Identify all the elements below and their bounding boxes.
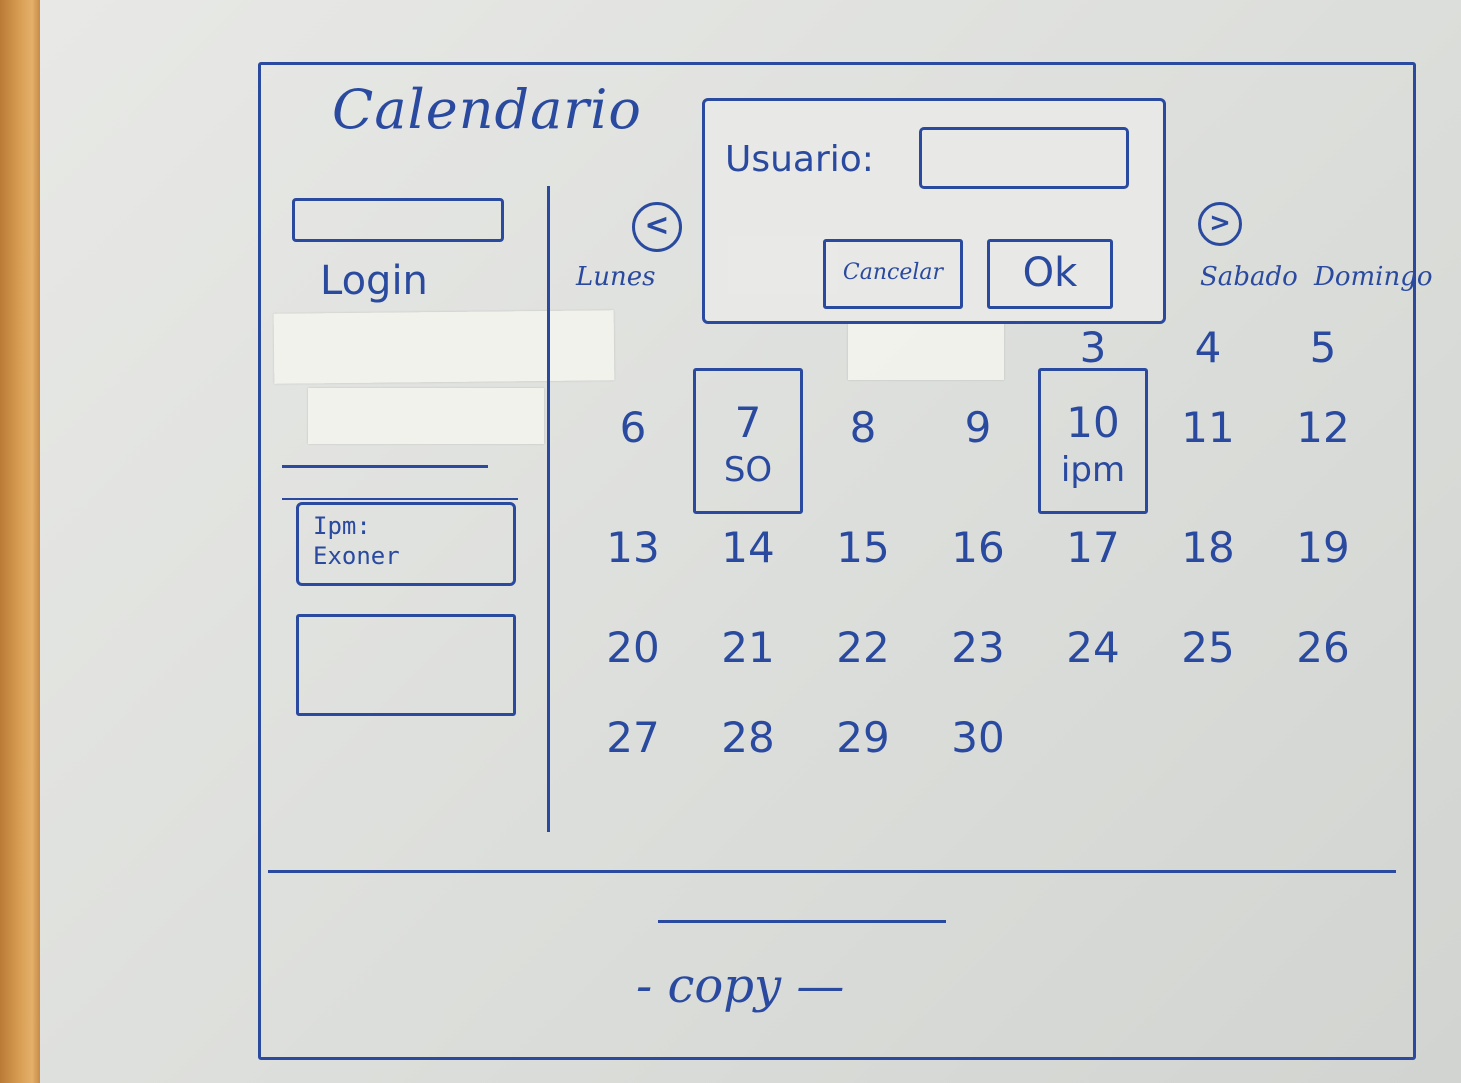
day-number: 17	[1066, 523, 1120, 572]
user-field-label: Usuario:	[725, 139, 874, 180]
day-number: 5	[1309, 323, 1337, 372]
calendar-day[interactable]: 11	[1153, 398, 1263, 488]
desk-edge	[0, 0, 40, 1083]
calendar-day[interactable]: 19	[1268, 518, 1378, 608]
calendar-day[interactable]: 4	[1153, 318, 1263, 408]
sidebar-divider	[282, 465, 488, 468]
error-message-box: Ipm: Exoner	[296, 502, 516, 586]
calendar-day[interactable]: 13	[578, 518, 688, 608]
tape-patch	[308, 388, 544, 444]
dayname-sabado: Sabado	[1200, 262, 1298, 292]
login-label: Login	[320, 258, 428, 304]
event-label: SO	[723, 450, 773, 490]
copyright-text: - copy —	[636, 958, 845, 1014]
day-number: 19	[1296, 523, 1350, 572]
calendar-day	[1038, 708, 1148, 798]
day-number: 13	[606, 523, 660, 572]
calendar-day[interactable]: 8	[808, 398, 918, 488]
tape-patch	[848, 322, 1004, 380]
calendar-day	[1153, 708, 1263, 798]
day-number: 14	[721, 523, 775, 572]
day-number: 9	[964, 403, 992, 452]
event-label: ipm	[1060, 450, 1126, 490]
sidebar-empty-panel	[296, 614, 516, 716]
calendar-day[interactable]: 26	[1268, 618, 1378, 708]
calendar-day[interactable]: 9	[923, 398, 1033, 488]
calendar-day	[1268, 708, 1378, 798]
sidebar-vertical-divider	[547, 186, 550, 832]
calendar-day[interactable]: 14	[693, 518, 803, 608]
calendar-day[interactable]: 27	[578, 708, 688, 798]
day-number: 25	[1181, 623, 1235, 672]
calendar-day[interactable]: 24	[1038, 618, 1148, 708]
prev-month-button[interactable]: <	[632, 202, 682, 252]
calendar-day[interactable]: 29	[808, 708, 918, 798]
user-dialog: Usuario: Cancelar Ok	[702, 98, 1166, 324]
calendar-day[interactable]: 28	[693, 708, 803, 798]
day-number: 30	[951, 713, 1005, 762]
day-number: 16	[951, 523, 1005, 572]
day-number: 20	[606, 623, 660, 672]
app-window-frame	[258, 62, 1416, 1060]
calendar-day[interactable]: 3	[1038, 318, 1148, 408]
day-number: 4	[1194, 323, 1222, 372]
day-number: 8	[849, 403, 877, 452]
calendar-day[interactable]: 22	[808, 618, 918, 708]
day-number: 6	[619, 403, 647, 452]
calendar-day[interactable]: 15	[808, 518, 918, 608]
ok-button[interactable]: Ok	[987, 239, 1113, 309]
chevron-left-icon: <	[644, 208, 670, 243]
calendar-day[interactable]: 25	[1153, 618, 1263, 708]
day-number: 29	[836, 713, 890, 762]
calendar-day[interactable]: 5	[1268, 318, 1378, 408]
day-number: 21	[721, 623, 775, 672]
day-number: 24	[1066, 623, 1120, 672]
day-number: 3	[1079, 323, 1107, 372]
login-username-input[interactable]	[292, 198, 504, 242]
next-month-button[interactable]: >	[1198, 202, 1242, 246]
day-number: 26	[1296, 623, 1350, 672]
calendar-day[interactable]: 16	[923, 518, 1033, 608]
day-number: 22	[836, 623, 890, 672]
app-title: Calendario	[332, 78, 642, 141]
calendar-day[interactable]: 30	[923, 708, 1033, 798]
user-field-input[interactable]	[919, 127, 1129, 189]
day-number: 15	[836, 523, 890, 572]
calendar-day[interactable]: 21	[693, 618, 803, 708]
day-number: 7	[734, 398, 762, 447]
calendar-day[interactable]: 6	[578, 398, 688, 488]
day-number: 18	[1181, 523, 1235, 572]
error-text-line-1: Ipm:	[313, 512, 371, 540]
dayname-lunes: Lunes	[576, 262, 656, 292]
day-number: 27	[606, 713, 660, 762]
calendar-day[interactable]: 17	[1038, 518, 1148, 608]
day-number: 28	[721, 713, 775, 762]
calendar-day	[578, 318, 688, 408]
footer-rule	[658, 920, 946, 923]
chevron-right-icon: >	[1209, 208, 1231, 238]
tape-patch	[273, 310, 615, 384]
dayname-domingo: Domingo	[1314, 262, 1433, 292]
day-number: 10	[1066, 398, 1120, 447]
calendar-day[interactable]: 23	[923, 618, 1033, 708]
day-number: 12	[1296, 403, 1350, 452]
sidebar-divider	[282, 498, 518, 500]
calendar-day[interactable]: 18	[1153, 518, 1263, 608]
day-number: 23	[951, 623, 1005, 672]
day-number: 11	[1181, 403, 1235, 452]
footer-divider	[268, 870, 1396, 873]
calendar-day[interactable]: 12	[1268, 398, 1378, 488]
error-text-line-2: Exoner	[313, 542, 400, 570]
cancel-button[interactable]: Cancelar	[823, 239, 963, 309]
calendar-day[interactable]: 20	[578, 618, 688, 708]
